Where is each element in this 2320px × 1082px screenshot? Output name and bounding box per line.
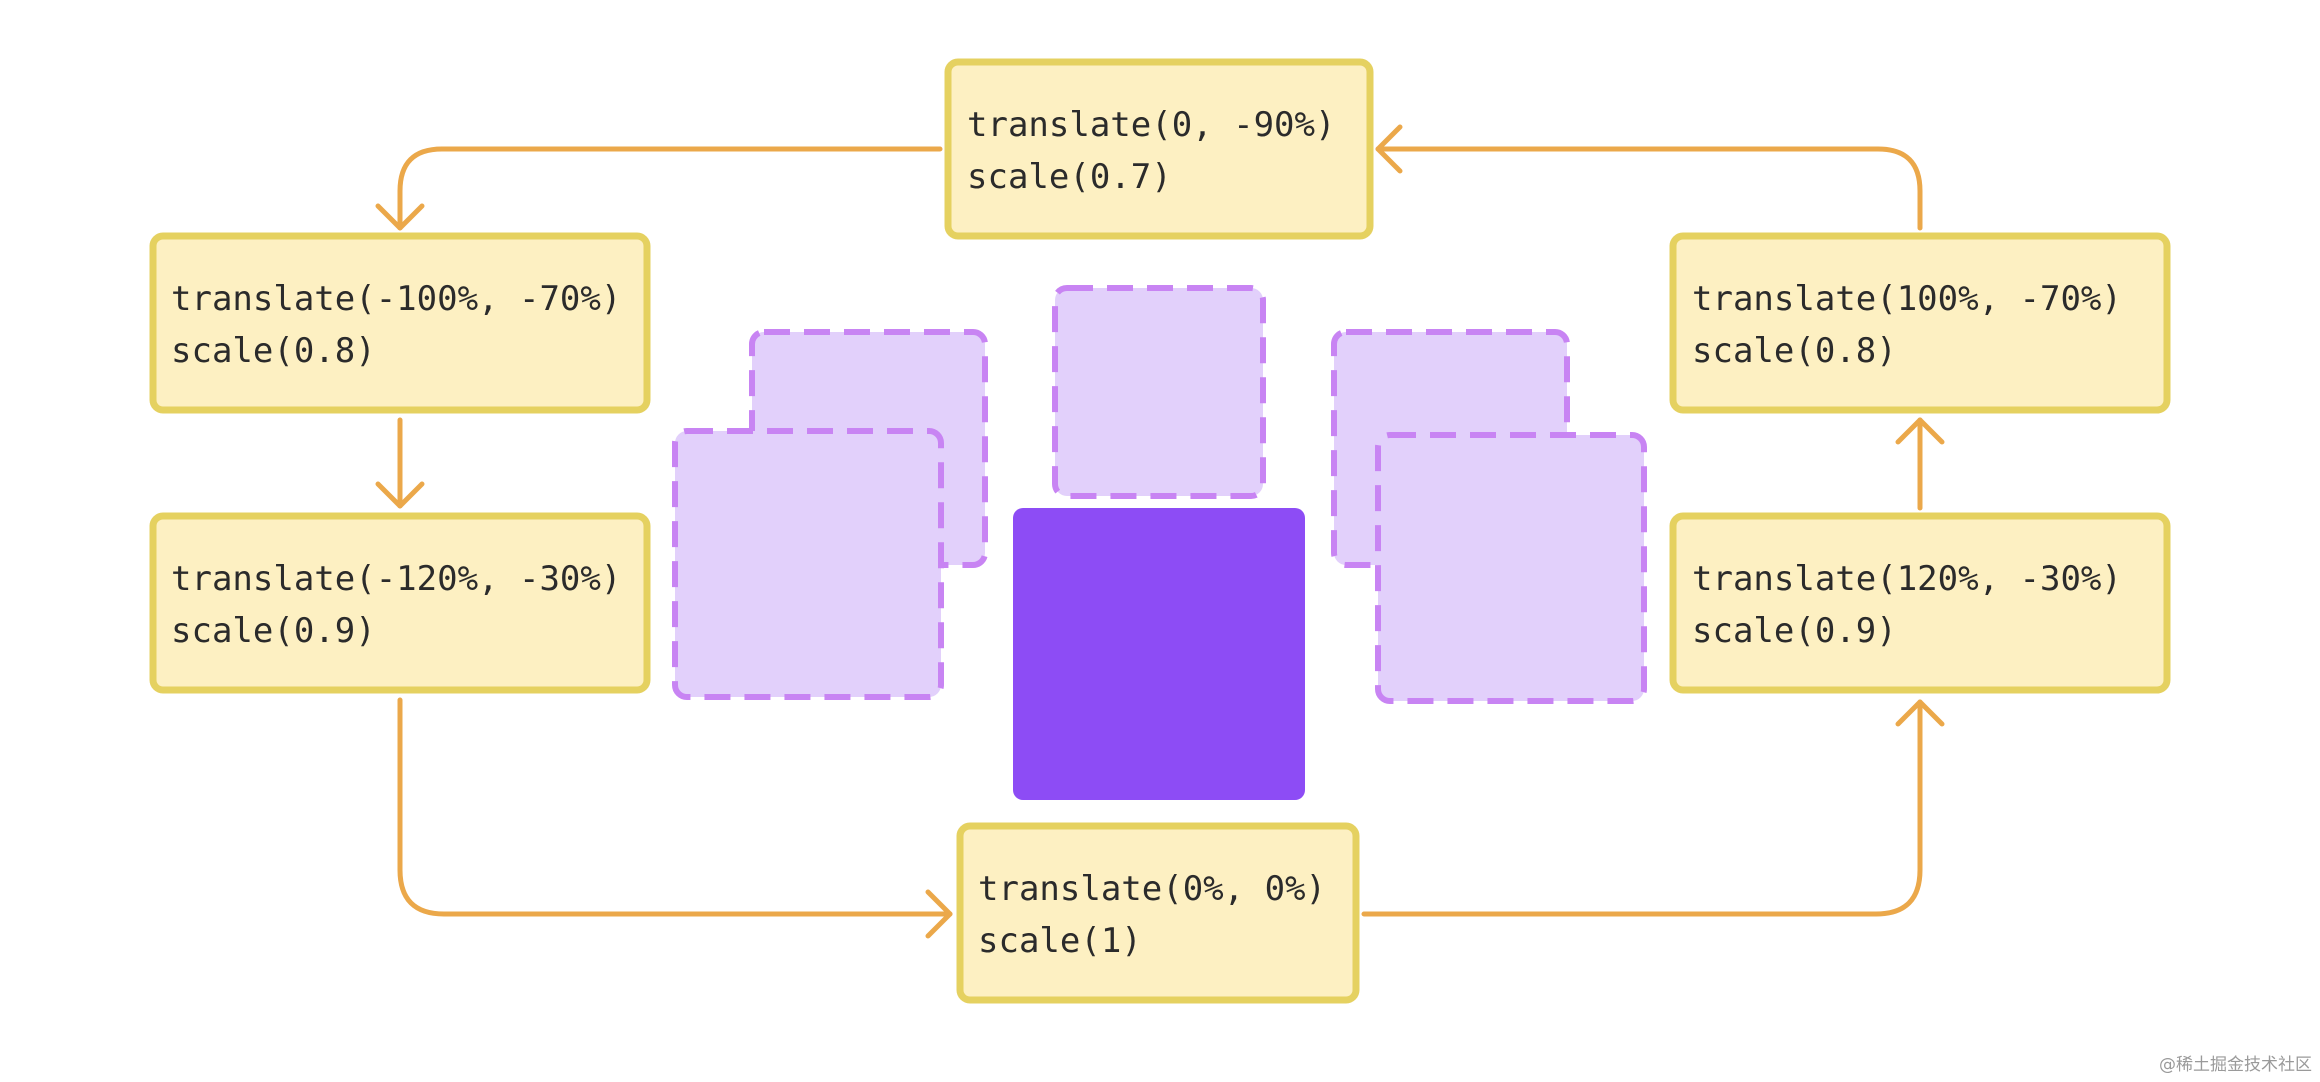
- ghost-square-top: [1052, 285, 1266, 499]
- node-line1: translate(100%, -70%): [1692, 279, 2122, 319]
- node-line2: scale(0.9): [171, 611, 376, 651]
- connectors: [375, 124, 1945, 939]
- ghost-square-right-front: [1375, 432, 1647, 704]
- arrowhead-bottom: [925, 889, 953, 939]
- node-box: [149, 512, 651, 694]
- watermark: @稀土掘金技术社区: [2159, 1055, 2312, 1075]
- node-left-upper: translate(-100%, -70%) scale(0.8): [149, 232, 651, 414]
- node-line1: translate(-100%, -70%): [171, 279, 621, 319]
- solid-square: [1013, 508, 1305, 800]
- node-bottom: translate(0%, 0%) scale(1): [956, 822, 1360, 1004]
- node-box: [1669, 232, 2171, 414]
- node-line1: translate(-120%, -30%): [171, 559, 621, 599]
- arrowhead-top: [1375, 124, 1403, 174]
- node-top: translate(0, -90%) scale(0.7): [944, 58, 1374, 240]
- node-box: [149, 232, 651, 414]
- arrow-top-to-left-upper: [397, 146, 943, 231]
- arrowhead-left-upper: [375, 203, 425, 231]
- ghost-squares: [672, 285, 1647, 704]
- arrow-right-upper-to-top: [1375, 146, 1923, 231]
- ghost-square-left-front: [672, 428, 944, 700]
- node-box: [956, 822, 1360, 1004]
- arrowhead-right-upper: [1895, 417, 1945, 445]
- node-line2: scale(0.8): [1692, 331, 1897, 371]
- node-right-upper: translate(100%, -70%) scale(0.8): [1669, 232, 2171, 414]
- node-line2: scale(0.8): [171, 331, 376, 371]
- node-line1: translate(0%, 0%): [978, 869, 1326, 909]
- node-line2: scale(0.9): [1692, 611, 1897, 651]
- node-line1: translate(0, -90%): [967, 105, 1335, 145]
- arrow-left-lower-to-bottom: [397, 697, 953, 917]
- node-box: [944, 58, 1374, 240]
- arrow-bottom-to-right-lower: [1361, 699, 1923, 917]
- arrowhead-left-lower: [375, 481, 425, 509]
- node-line1: translate(120%, -30%): [1692, 559, 2122, 599]
- node-box: [1669, 512, 2171, 694]
- arrowhead-right-lower: [1895, 699, 1945, 727]
- node-left-lower: translate(-120%, -30%) scale(0.9): [149, 512, 651, 694]
- node-line2: scale(0.7): [967, 157, 1172, 197]
- node-line2: scale(1): [978, 921, 1142, 961]
- node-right-lower: translate(120%, -30%) scale(0.9): [1669, 512, 2171, 694]
